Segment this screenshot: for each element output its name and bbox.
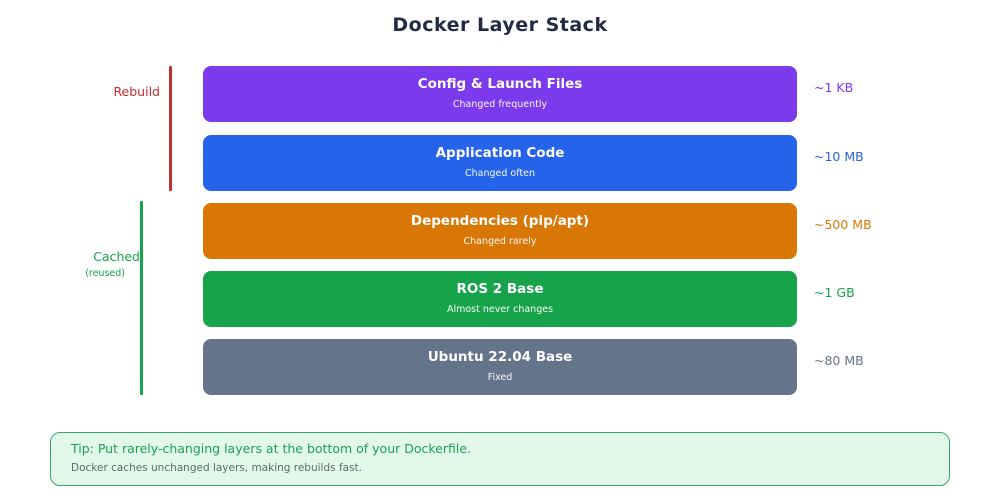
cached-bracket-label: Cached (reused) xyxy=(85,249,140,280)
size-label-dependencies: ~500 MB xyxy=(814,217,872,232)
layer-subtitle: Almost never changes xyxy=(446,304,554,315)
size-label-ros2: ~1 GB xyxy=(814,285,855,300)
rebuild-bracket-label: Rebuild xyxy=(113,84,160,99)
layer-title: Application Code xyxy=(435,145,565,161)
layer-subtitle: Changed frequently xyxy=(452,99,548,110)
layer-ubuntu-base: Ubuntu 22.04 Base Fixed xyxy=(203,339,797,395)
tip-title: Tip: Put rarely-changing layers at the b… xyxy=(71,441,472,456)
layer-ros2-base: ROS 2 Base Almost never changes xyxy=(203,271,797,327)
tip-subtitle: Docker caches unchanged layers, making r… xyxy=(71,462,362,474)
layer-config-launch-files: Config & Launch Files Changed frequently xyxy=(203,66,797,122)
layer-dependencies: Dependencies (pip/apt) Changed rarely xyxy=(203,203,797,259)
layer-title: ROS 2 Base xyxy=(456,281,544,297)
layer-title: Config & Launch Files xyxy=(417,76,583,92)
layer-subtitle: Fixed xyxy=(487,372,513,383)
cached-bracket-label-main: Cached xyxy=(93,249,140,264)
cached-bracket-line xyxy=(140,201,143,395)
size-label-ubuntu: ~80 MB xyxy=(814,353,864,368)
tip-box: Tip: Put rarely-changing layers at the b… xyxy=(50,432,950,486)
size-label-config: ~1 KB xyxy=(814,80,854,95)
page-title: Docker Layer Stack xyxy=(392,14,608,36)
cached-bracket-label-sub: (reused) xyxy=(85,268,125,279)
layer-title: Dependencies (pip/apt) xyxy=(410,213,590,229)
size-label-app-code: ~10 MB xyxy=(814,149,864,164)
layer-subtitle: Changed often xyxy=(464,168,535,179)
layer-title: Ubuntu 22.04 Base xyxy=(427,349,573,365)
layer-application-code: Application Code Changed often xyxy=(203,135,797,191)
rebuild-bracket-line xyxy=(169,66,172,191)
layer-subtitle: Changed rarely xyxy=(463,236,537,247)
